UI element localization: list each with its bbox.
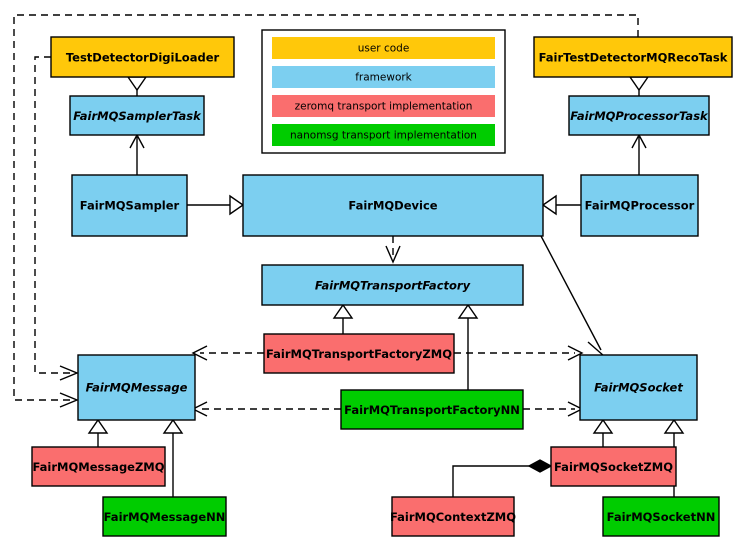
node-fairmqtransportfactory[interactable]: FairMQTransportFactory (261, 264, 524, 306)
node-label-fairmqcontextzmq: FairMQContextZMQ (390, 510, 516, 524)
node-box-fairmqsocketnn[interactable] (602, 496, 720, 537)
node-box-fairmqprocessortask[interactable] (568, 95, 710, 136)
node-box-fairmqmessage[interactable] (77, 354, 196, 421)
edge-digiloader-depends-message (34, 56, 79, 381)
node-box-fairmqtransportfactoryzmq[interactable] (263, 333, 455, 374)
node-box-fairmqmessagezmq[interactable] (31, 446, 166, 487)
edge-sampler-inherits-device (187, 194, 245, 216)
legend-item-user-code: user code (272, 37, 495, 59)
node-fairmqmessage[interactable]: FairMQMessage (77, 354, 196, 421)
node-fairmqtransportfactoryzmq[interactable]: FairMQTransportFactoryZMQ (263, 333, 455, 374)
edge-factorynn-creates-socket (523, 401, 584, 417)
node-layer: TestDetectorDigiLoader FairTestDetectorM… (31, 36, 733, 537)
edge-recotask-depends-message (13, 14, 639, 408)
node-label-fairmqdevice: FairMQDevice (348, 199, 437, 213)
node-fairmqprocessor[interactable]: FairMQProcessor (580, 174, 699, 237)
node-label-fairmqsocket: FairMQSocket (594, 381, 683, 395)
node-label-fairmqtransportfactory: FairMQTransportFactory (315, 279, 471, 293)
node-label-fairtestdetectormqrecotask: FairTestDetectorMQRecoTask (539, 51, 728, 65)
legend-swatch-zeromq (272, 95, 495, 117)
node-label-fairmqprocessortask: FairMQProcessorTask (570, 109, 709, 123)
node-fairmqcontextzmq[interactable]: FairMQContextZMQ (390, 496, 516, 537)
node-box-fairmqsocketzmq[interactable] (550, 446, 677, 487)
edge-sampler-uses-samplertask (129, 133, 145, 175)
node-fairmqsampler[interactable]: FairMQSampler (71, 174, 188, 237)
node-box-fairmqsamplertask[interactable] (69, 95, 205, 136)
edge-socketzmq-composes-contextzmq (452, 459, 553, 497)
node-box-fairmqsampler[interactable] (71, 174, 188, 237)
edge-processor-uses-processortask (631, 133, 647, 175)
edge-factorynn-creates-message (191, 401, 341, 417)
node-label-fairmqmessagezmq: FairMQMessageZMQ (32, 460, 164, 474)
edge-socketzmq-inherits-socket (592, 418, 614, 447)
legend: user code framework zeromq transport imp… (261, 29, 506, 154)
legend-swatch-framework (272, 66, 495, 88)
edge-factoryzmq-inherits-factory (332, 303, 354, 334)
node-box-fairmqmessagenn[interactable] (102, 496, 227, 537)
node-fairmqmessagezmq[interactable]: FairMQMessageZMQ (31, 446, 166, 487)
legend-swatch-user-code (272, 37, 495, 59)
node-label-fairmqmessagenn: FairMQMessageNN (104, 510, 226, 524)
legend-label-zeromq: zeromq transport implementation (295, 101, 473, 113)
node-fairmqsocketzmq[interactable]: FairMQSocketZMQ (550, 446, 677, 487)
edge-device-depends-transportfactory (385, 236, 401, 264)
node-label-fairmqmessage: FairMQMessage (86, 381, 188, 395)
legend-label-user-code: user code (358, 43, 410, 55)
node-fairmqdevice[interactable]: FairMQDevice (242, 174, 544, 237)
node-fairmqsocket[interactable]: FairMQSocket (579, 354, 698, 421)
node-fairmqprocessortask[interactable]: FairMQProcessorTask (568, 95, 710, 136)
node-label-testdetectordigiloader: TestDetectorDigiLoader (66, 51, 220, 65)
node-label-fairmqsocketnn: FairMQSocketNN (607, 510, 716, 524)
node-box-fairmqprocessor[interactable] (580, 174, 699, 237)
edge-factorynn-inherits-factory (457, 303, 479, 390)
edge-messagezmq-inherits-message (87, 418, 109, 447)
edge-factoryzmq-creates-message (191, 345, 264, 361)
node-testdetectordigiloader[interactable]: TestDetectorDigiLoader (50, 36, 235, 78)
node-box-fairmqdevice[interactable] (242, 174, 544, 237)
node-label-fairmqsocketzmq: FairMQSocketZMQ (554, 460, 673, 474)
node-fairmqsamplertask[interactable]: FairMQSamplerTask (69, 95, 205, 136)
edge-device-uses-socket (540, 235, 606, 358)
legend-label-framework: framework (355, 72, 412, 84)
edge-messagenn-inherits-message (162, 418, 184, 497)
edge-factoryzmq-creates-socket (454, 345, 584, 361)
node-fairmqmessagenn[interactable]: FairMQMessageNN (102, 496, 227, 537)
legend-item-nanomsg: nanomsg transport implementation (272, 124, 495, 146)
node-fairmqtransportfactorynn[interactable]: FairMQTransportFactoryNN (340, 389, 524, 430)
node-label-fairmqprocessor: FairMQProcessor (585, 199, 695, 213)
node-box-fairtestdetectormqrecotask[interactable] (533, 36, 733, 78)
node-box-fairmqsocket[interactable] (579, 354, 698, 421)
edge-processor-inherits-device (541, 194, 581, 216)
node-label-fairmqtransportfactorynn: FairMQTransportFactoryNN (344, 403, 520, 417)
node-box-fairmqcontextzmq[interactable] (391, 496, 515, 537)
node-fairmqsocketnn[interactable]: FairMQSocketNN (602, 496, 720, 537)
node-label-fairmqsamplertask: FairMQSamplerTask (73, 109, 202, 123)
node-box-testdetectordigiloader[interactable] (50, 36, 235, 78)
edge-recotask-inherits-processortask (628, 76, 650, 96)
node-label-fairmqsampler: FairMQSampler (80, 199, 180, 213)
node-box-fairmqtransportfactorynn[interactable] (340, 389, 524, 430)
legend-item-zeromq: zeromq transport implementation (272, 95, 495, 117)
legend-label-nanomsg: nanomsg transport implementation (290, 130, 477, 142)
edge-digiloader-inherits-samplertask (126, 76, 148, 96)
node-label-fairmqtransportfactoryzmq: FairMQTransportFactoryZMQ (266, 347, 452, 361)
node-fairtestdetectormqrecotask[interactable]: FairTestDetectorMQRecoTask (533, 36, 733, 78)
legend-item-framework: framework (272, 66, 495, 88)
node-box-fairmqtransportfactory[interactable] (261, 264, 524, 306)
legend-swatch-nanomsg (272, 124, 495, 146)
